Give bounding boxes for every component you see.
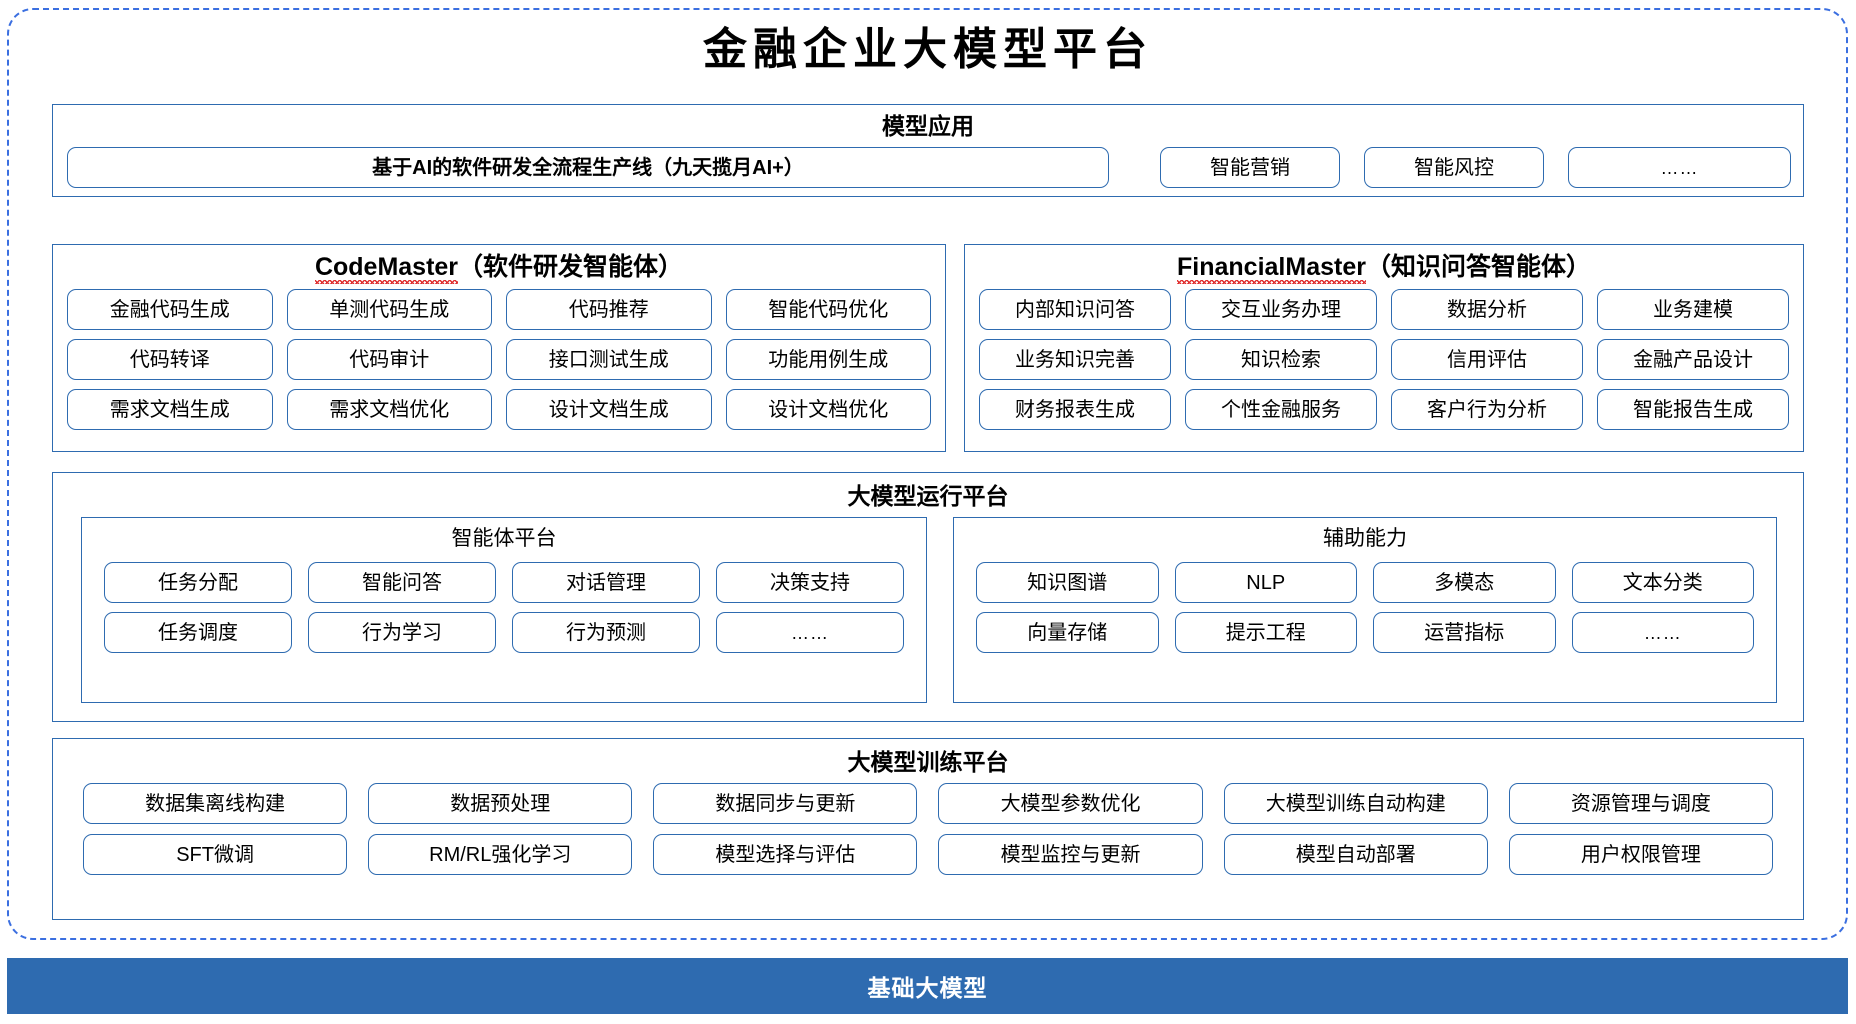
- training-item[interactable]: 大模型参数优化: [938, 783, 1203, 824]
- codemaster-panel: CodeMaster（软件研发智能体） 金融代码生成 单测代码生成 代码推荐 智…: [52, 244, 946, 452]
- financialmaster-row-3: 财务报表生成 个性金融服务 客户行为分析 智能报告生成: [979, 389, 1789, 430]
- codemaster-row-2: 代码转译 代码审计 接口测试生成 功能用例生成: [67, 339, 931, 380]
- application-layer-title: 模型应用: [882, 113, 974, 139]
- runtime-item[interactable]: 智能问答: [308, 562, 496, 603]
- page-title: 金融企业大模型平台: [703, 24, 1153, 75]
- capability-item[interactable]: 业务建模: [1597, 289, 1789, 330]
- training-item[interactable]: 资源管理与调度: [1508, 783, 1773, 824]
- training-item[interactable]: 用户权限管理: [1508, 834, 1773, 875]
- agent-platform-row-1: 任务分配 智能问答 对话管理 决策支持: [104, 562, 904, 603]
- auxiliary-item[interactable]: 文本分类: [1571, 562, 1754, 603]
- capability-item[interactable]: 需求文档生成: [67, 389, 273, 430]
- auxiliary-item[interactable]: NLP: [1174, 562, 1357, 603]
- capability-item[interactable]: 知识检索: [1185, 339, 1377, 380]
- capability-item[interactable]: 需求文档优化: [286, 389, 492, 430]
- financialmaster-row-2: 业务知识完善 知识检索 信用评估 金融产品设计: [979, 339, 1789, 380]
- training-item[interactable]: 数据同步与更新: [653, 783, 918, 824]
- capability-item[interactable]: 接口测试生成: [506, 339, 712, 380]
- capability-item[interactable]: 代码转译: [67, 339, 273, 380]
- auxiliary-item[interactable]: 运营指标: [1373, 612, 1556, 653]
- codemaster-suffix: （软件研发智能体）: [458, 253, 684, 281]
- financialmaster-suffix: （知识问答智能体）: [1365, 253, 1591, 281]
- runtime-item[interactable]: 对话管理: [512, 562, 700, 603]
- capability-item[interactable]: 财务报表生成: [979, 389, 1171, 430]
- auxiliary-capability-title: 辅助能力: [1323, 527, 1407, 550]
- training-item[interactable]: RM/RL强化学习: [368, 834, 633, 875]
- base-model-bar: 基础大模型: [7, 958, 1848, 1014]
- training-platform-title: 大模型训练平台: [847, 749, 1009, 775]
- runtime-item[interactable]: 决策支持: [716, 562, 904, 603]
- agent-platform-grid: 任务分配 智能问答 对话管理 决策支持 任务调度 行为学习 行为预测 ……: [104, 562, 904, 653]
- runtime-item[interactable]: 行为学习: [308, 612, 496, 653]
- auxiliary-capability-subpanel: 辅助能力 知识图谱 NLP 多模态 文本分类 向量存储 提示工程 运营指标 ……: [953, 517, 1777, 703]
- codemaster-capability-grid: 金融代码生成 单测代码生成 代码推荐 智能代码优化 代码转译 代码审计 接口测试…: [67, 289, 931, 430]
- app-item-risk-control[interactable]: 智能风控: [1364, 147, 1544, 188]
- training-platform-panel: 大模型训练平台 数据集离线构建 数据预处理 数据同步与更新 大模型参数优化 大模…: [52, 738, 1804, 920]
- capability-item[interactable]: 代码审计: [286, 339, 492, 380]
- runtime-item[interactable]: 任务分配: [104, 562, 292, 603]
- capability-item[interactable]: 个性金融服务: [1185, 389, 1377, 430]
- training-item[interactable]: 模型自动部署: [1223, 834, 1488, 875]
- auxiliary-item[interactable]: 多模态: [1373, 562, 1556, 603]
- auxiliary-item-more[interactable]: ……: [1571, 612, 1754, 653]
- runtime-platform-title: 大模型运行平台: [847, 483, 1009, 509]
- codemaster-row-3: 需求文档生成 需求文档优化 设计文档生成 设计文档优化: [67, 389, 931, 430]
- capability-item[interactable]: 设计文档优化: [725, 389, 931, 430]
- codemaster-heading: CodeMaster（软件研发智能体）: [53, 253, 945, 284]
- application-layer-panel: 模型应用 基于AI的软件研发全流程生产线（九天揽月AI+） 智能营销 智能风控 …: [52, 104, 1804, 197]
- auxiliary-item[interactable]: 提示工程: [1174, 612, 1357, 653]
- financialmaster-panel: FinancialMaster（知识问答智能体） 内部知识问答 交互业务办理 数…: [964, 244, 1804, 452]
- training-item[interactable]: 数据预处理: [368, 783, 633, 824]
- financialmaster-capability-grid: 内部知识问答 交互业务办理 数据分析 业务建模 业务知识完善 知识检索 信用评估…: [979, 289, 1789, 430]
- capability-item[interactable]: 智能代码优化: [725, 289, 931, 330]
- agent-platform-row-2: 任务调度 行为学习 行为预测 ……: [104, 612, 904, 653]
- auxiliary-item[interactable]: 知识图谱: [976, 562, 1159, 603]
- agent-platform-subpanel: 智能体平台 任务分配 智能问答 对话管理 决策支持 任务调度 行为学习 行为预测…: [81, 517, 927, 703]
- training-row-2: SFT微调 RM/RL强化学习 模型选择与评估 模型监控与更新 模型自动部署 用…: [83, 834, 1773, 875]
- capability-item[interactable]: 客户行为分析: [1391, 389, 1583, 430]
- capability-item[interactable]: 内部知识问答: [979, 289, 1171, 330]
- training-item[interactable]: 数据集离线构建: [83, 783, 348, 824]
- capability-item[interactable]: 交互业务办理: [1185, 289, 1377, 330]
- runtime-platform-panel: 大模型运行平台 智能体平台 任务分配 智能问答 对话管理 决策支持 任务调度 行…: [52, 472, 1804, 722]
- capability-item[interactable]: 单测代码生成: [286, 289, 492, 330]
- auxiliary-item[interactable]: 向量存储: [976, 612, 1159, 653]
- platform-outer-frame: [7, 8, 1848, 940]
- capability-item[interactable]: 智能报告生成: [1597, 389, 1789, 430]
- capability-item[interactable]: 信用评估: [1391, 339, 1583, 380]
- auxiliary-capability-grid: 知识图谱 NLP 多模态 文本分类 向量存储 提示工程 运营指标 ……: [976, 562, 1754, 653]
- application-layer-items: 基于AI的软件研发全流程生产线（九天揽月AI+） 智能营销 智能风控 ……: [67, 147, 1791, 188]
- app-item-main-product[interactable]: 基于AI的软件研发全流程生产线（九天揽月AI+）: [67, 147, 1109, 188]
- capability-item[interactable]: 金融产品设计: [1597, 339, 1789, 380]
- app-item-marketing[interactable]: 智能营销: [1160, 147, 1340, 188]
- training-item[interactable]: SFT微调: [83, 834, 348, 875]
- base-model-label: 基础大模型: [867, 975, 988, 1001]
- training-item[interactable]: 大模型训练自动构建: [1223, 783, 1488, 824]
- runtime-item-more[interactable]: ……: [716, 612, 904, 653]
- auxiliary-row-1: 知识图谱 NLP 多模态 文本分类: [976, 562, 1754, 603]
- training-row-1: 数据集离线构建 数据预处理 数据同步与更新 大模型参数优化 大模型训练自动构建 …: [83, 783, 1773, 824]
- training-item[interactable]: 模型监控与更新: [938, 834, 1203, 875]
- capability-item[interactable]: 金融代码生成: [67, 289, 273, 330]
- app-item-more[interactable]: ……: [1568, 147, 1791, 188]
- financialmaster-name: FinancialMaster: [1177, 253, 1366, 284]
- agent-platform-title: 智能体平台: [451, 527, 557, 550]
- capability-item[interactable]: 代码推荐: [506, 289, 712, 330]
- capability-item[interactable]: 功能用例生成: [725, 339, 931, 380]
- auxiliary-row-2: 向量存储 提示工程 运营指标 ……: [976, 612, 1754, 653]
- training-platform-grid: 数据集离线构建 数据预处理 数据同步与更新 大模型参数优化 大模型训练自动构建 …: [83, 783, 1773, 875]
- financialmaster-heading: FinancialMaster（知识问答智能体）: [965, 253, 1803, 284]
- capability-item[interactable]: 设计文档生成: [506, 389, 712, 430]
- training-item[interactable]: 模型选择与评估: [653, 834, 918, 875]
- codemaster-row-1: 金融代码生成 单测代码生成 代码推荐 智能代码优化: [67, 289, 931, 330]
- financialmaster-row-1: 内部知识问答 交互业务办理 数据分析 业务建模: [979, 289, 1789, 330]
- runtime-item[interactable]: 行为预测: [512, 612, 700, 653]
- codemaster-name: CodeMaster: [314, 253, 459, 284]
- capability-item[interactable]: 业务知识完善: [979, 339, 1171, 380]
- capability-item[interactable]: 数据分析: [1391, 289, 1583, 330]
- runtime-item[interactable]: 任务调度: [104, 612, 292, 653]
